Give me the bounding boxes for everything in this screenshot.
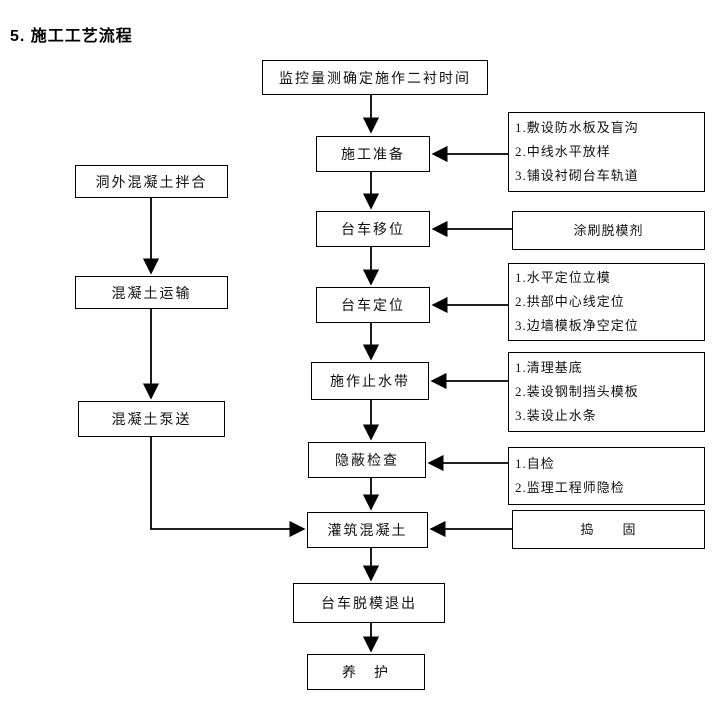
page-title: 5. 施工工艺流程 <box>10 28 133 45</box>
step-trolley-position: 台车定位 <box>316 287 430 323</box>
step-concrete-pumping: 混凝土泵送 <box>78 401 225 437</box>
note-line: 2.监理工程师隐检 <box>515 480 625 495</box>
step-monitor-measure: 监控量测确定施作二衬时间 <box>262 60 488 95</box>
step-trolley-demold-exit: 台车脱模退出 <box>293 583 445 623</box>
step-waterstop-install: 施作止水带 <box>311 362 429 400</box>
note-line: 3.装设止水条 <box>515 408 597 423</box>
note-line: 2.装设钢制挡头模板 <box>515 384 639 399</box>
note-line: 1.自检 <box>515 456 555 471</box>
note-waterstop-tasks: 1.清理基底 2.装设钢制挡头模板 3.装设止水条 <box>508 352 705 432</box>
step-concrete-mixing: 洞外混凝土拌合 <box>75 165 228 198</box>
note-line: 1.敷设防水板及盲沟 <box>515 120 639 135</box>
note-line: 3.铺设衬砌台车轨道 <box>515 168 639 183</box>
step-concealed-inspection: 隐蔽检查 <box>308 442 426 478</box>
note-release-agent: 涂刷脱模剂 <box>512 211 705 250</box>
step-construction-prep: 施工准备 <box>316 136 430 172</box>
step-pour-concrete: 灌筑混凝土 <box>307 512 428 548</box>
note-line: 捣 固 <box>580 521 637 537</box>
note-prep-tasks: 1.敷设防水板及盲沟 2.中线水平放样 3.铺设衬砌台车轨道 <box>508 112 705 192</box>
note-line: 1.清理基底 <box>515 360 583 375</box>
step-curing: 养 护 <box>307 654 425 690</box>
step-concrete-transport: 混凝土运输 <box>75 276 228 309</box>
note-positioning-tasks: 1.水平定位立模 2.拱部中心线定位 3.边墙模板净空定位 <box>508 263 705 341</box>
note-line: 涂刷脱模剂 <box>573 222 644 238</box>
note-line: 2.中线水平放样 <box>515 144 611 159</box>
note-line: 2.拱部中心线定位 <box>515 294 625 309</box>
note-inspection-tasks: 1.自检 2.监理工程师隐检 <box>508 447 705 505</box>
step-trolley-move: 台车移位 <box>316 211 430 247</box>
note-line: 1.水平定位立模 <box>515 270 611 285</box>
note-line: 3.边墙模板净空定位 <box>515 318 639 333</box>
note-tamping: 捣 固 <box>512 510 705 549</box>
